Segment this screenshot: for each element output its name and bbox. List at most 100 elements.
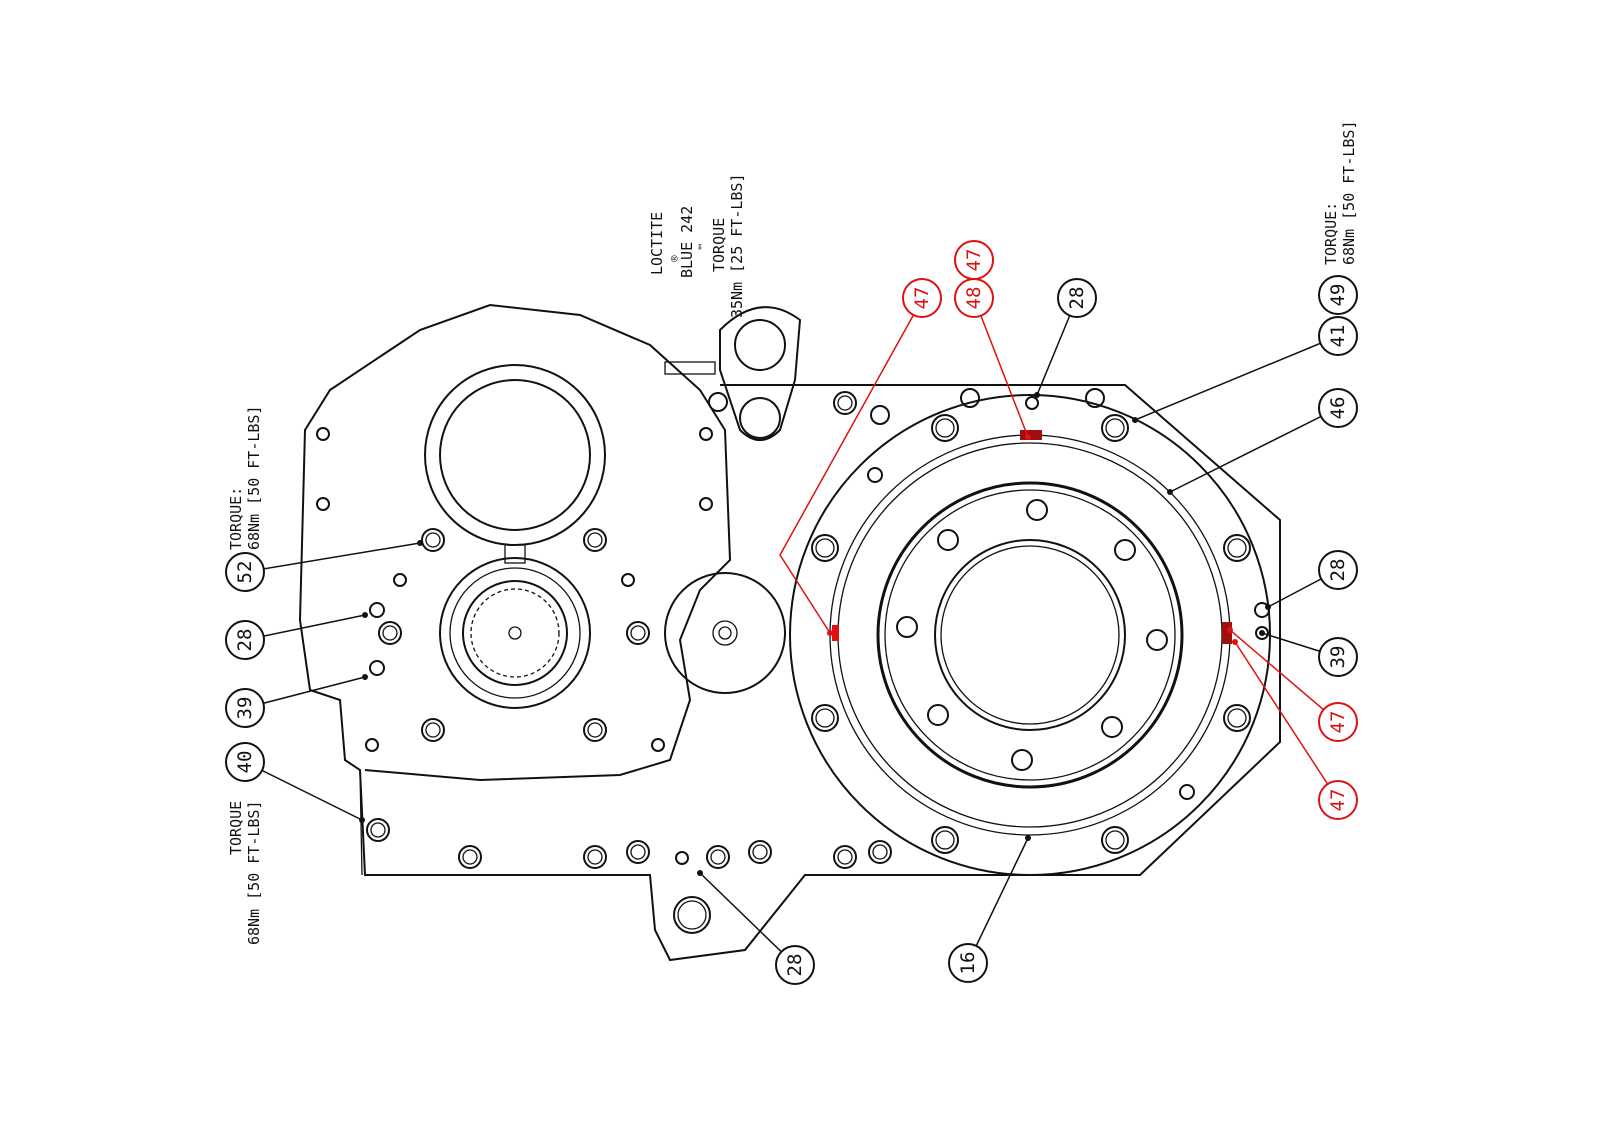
bolt-hole <box>1146 629 1168 651</box>
bolt-hole <box>931 414 959 442</box>
bolt-hole-inner <box>815 708 835 728</box>
balloon-label: 48 <box>963 287 985 310</box>
bolt-hole-inner <box>837 395 853 411</box>
balloon-46[interactable]: 46 <box>1318 388 1358 428</box>
bolt-hole <box>1223 534 1251 562</box>
bolt-hole <box>1114 539 1136 561</box>
leader-line <box>244 542 421 573</box>
bolt-hole <box>673 896 711 934</box>
balloon-circle <box>902 278 942 318</box>
bolt-hole-inner <box>710 849 726 865</box>
bolt-hole <box>421 718 445 742</box>
leader-line <box>244 614 366 641</box>
leader-arrowhead <box>1227 627 1233 633</box>
bolt-hole <box>393 573 407 587</box>
bolt-hole-inner <box>837 849 853 865</box>
bolt-hole <box>706 845 730 869</box>
leader-line <box>1169 407 1339 493</box>
balloon-40[interactable]: 40 <box>225 742 265 782</box>
balloon-label: 28 <box>234 629 256 652</box>
note-torque-top-right: TORQUE: 68Nm [50 FT-LBS] <box>1322 121 1358 266</box>
balloon-circle <box>1318 780 1358 820</box>
balloon-circle <box>225 620 265 660</box>
bolt-hole-inner <box>587 532 603 548</box>
bolt-hole <box>870 405 890 425</box>
balloon-39[interactable]: 39 <box>225 688 265 728</box>
balloon-circle <box>1318 702 1358 742</box>
balloon-47[interactable]: 47 <box>954 240 994 280</box>
bolt-hole <box>937 529 959 551</box>
balloon-label: 39 <box>234 697 256 720</box>
balloon-circle <box>954 240 994 280</box>
upper-bore <box>424 364 606 564</box>
note-torque-left-lower: TORQUE 68Nm [50 FT-LBS] <box>227 801 263 946</box>
leader-line <box>779 313 915 634</box>
bolt-hole <box>699 427 713 441</box>
bolt-hole <box>1179 784 1195 800</box>
balloon-28[interactable]: 28 <box>1057 278 1097 318</box>
svg-text:TORQUE: TORQUE <box>227 801 245 855</box>
balloon-circle <box>775 945 815 985</box>
balloon-39[interactable]: 39 <box>1318 637 1358 677</box>
bolt-hole <box>1101 414 1129 442</box>
bolt-hole <box>1254 602 1270 618</box>
balloon-47[interactable]: 47 <box>1318 702 1358 742</box>
balloon-label: 47 <box>1327 789 1349 812</box>
balloon-label: 47 <box>1327 711 1349 734</box>
leader-line <box>244 761 363 821</box>
balloon-49[interactable]: 49 <box>1318 275 1358 315</box>
note-torque-left-upper: TORQUE: 68Nm [50 FT-LBS] <box>227 406 263 551</box>
leader-arrowhead <box>827 630 833 636</box>
bolt-hole <box>1085 388 1105 408</box>
leader-arrowhead <box>1025 835 1031 841</box>
balloon-label: 16 <box>957 952 979 975</box>
svg-text:35Nm [25 FT-LBS]: 35Nm [25 FT-LBS] <box>728 174 746 319</box>
bolt-hole-inner <box>630 625 646 641</box>
balloon-28[interactable]: 28 <box>775 945 815 985</box>
leader-arrowhead <box>1259 630 1265 636</box>
bolt-hole <box>833 391 857 415</box>
bolt-hole <box>1101 716 1123 738</box>
balloon-28[interactable]: 28 <box>225 620 265 660</box>
leader-line <box>973 297 1029 438</box>
balloon-47[interactable]: 47 <box>902 278 942 318</box>
leader-arrowhead <box>1132 417 1138 423</box>
bolt-hole <box>1223 704 1251 732</box>
bolt-hole <box>748 840 772 864</box>
balloon-52[interactable]: 52 <box>225 552 265 592</box>
balloon-41[interactable]: 41 <box>1318 316 1358 356</box>
balloon-47[interactable]: 47 <box>1318 780 1358 820</box>
bolt-hole <box>626 621 650 645</box>
bolt-hole <box>833 845 857 869</box>
balloon-48[interactable]: 48 <box>954 278 994 318</box>
bolt-hole <box>699 497 713 511</box>
svg-text:TORQUE:: TORQUE: <box>1322 202 1340 265</box>
balloon-circle <box>1318 637 1358 677</box>
leader-line <box>244 676 366 709</box>
leader-arrowhead <box>1025 434 1031 440</box>
balloon-circle <box>1318 388 1358 428</box>
balloon-label: 28 <box>1327 559 1349 582</box>
bolt-hole <box>651 738 665 752</box>
bolt-hole <box>960 388 980 408</box>
balloon-28[interactable]: 28 <box>1318 550 1358 590</box>
bolt-hole <box>811 704 839 732</box>
bolt-hole <box>583 718 607 742</box>
bolt-hole-inner <box>815 538 835 558</box>
balloon-circle <box>1318 550 1358 590</box>
balloon-16[interactable]: 16 <box>948 943 988 983</box>
balloon-circle <box>225 552 265 592</box>
svg-text:TORQUE: TORQUE <box>710 218 728 272</box>
balloon-label: 41 <box>1327 325 1349 348</box>
balloon-label: 47 <box>963 249 985 272</box>
balloon-circle <box>948 943 988 983</box>
leader-arrowhead <box>697 870 703 876</box>
bolt-hole <box>675 851 689 865</box>
bolt-hole-inner <box>1227 708 1247 728</box>
output-shaft-gear <box>439 557 591 709</box>
leader-arrowhead <box>362 612 368 618</box>
bolt-hole <box>868 840 892 864</box>
note-loctite: LOCTITE ® BLUE 242 ™ TORQUE 35Nm [25 FT-… <box>648 174 746 319</box>
